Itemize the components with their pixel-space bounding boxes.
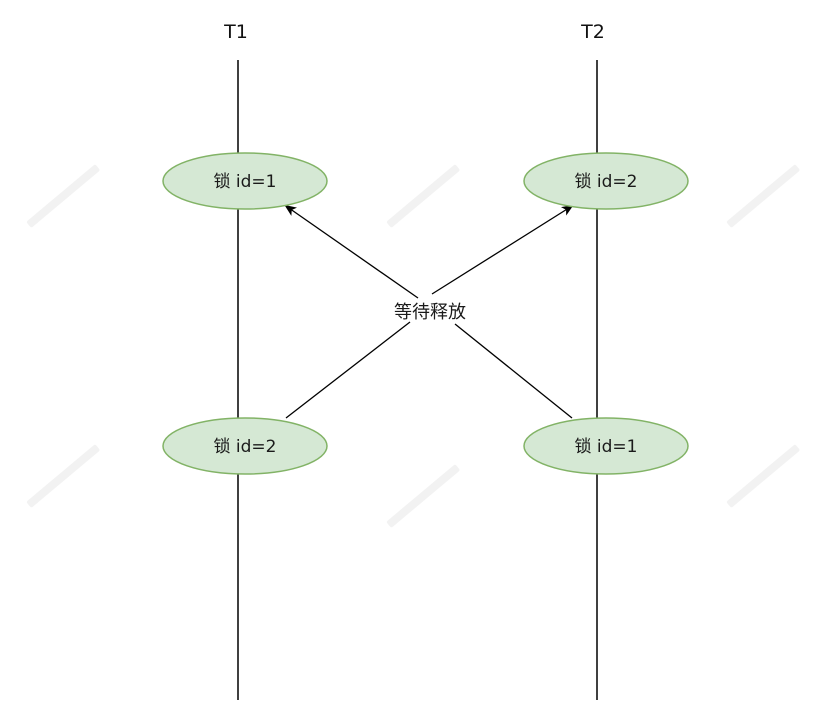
lock-node-t1-bottom: 锁 id=2 (162, 417, 328, 475)
lock-node-t1-top: 锁 id=1 (162, 152, 328, 210)
lock-ellipse (162, 152, 328, 210)
watermark-layer (26, 164, 800, 528)
lock-ellipse (162, 417, 328, 475)
connector-t1-bottom-to-label (285, 321, 411, 419)
lock-label-t1-top: 锁 id=1 (214, 172, 277, 192)
lock-ellipse (523, 417, 689, 475)
lock-node-t2-top: 锁 id=2 (523, 152, 689, 210)
lock-node-t2-bottom: 锁 id=1 (523, 417, 689, 475)
thread-title-t2: T2 (580, 21, 605, 43)
thread-title-t1: T1 (223, 21, 248, 43)
arrow-label-to-t2-top (431, 204, 574, 295)
lock-ellipse (523, 152, 689, 210)
wait-release-label: 等待释放 (394, 302, 466, 323)
lock-label-t2-bottom: 锁 id=1 (575, 437, 638, 457)
connector-t2-bottom-to-label (454, 323, 573, 419)
lock-label-t1-bottom: 锁 id=2 (214, 437, 277, 457)
arrow-label-to-t1-top (284, 204, 419, 299)
lock-label-t2-top: 锁 id=2 (575, 172, 638, 192)
